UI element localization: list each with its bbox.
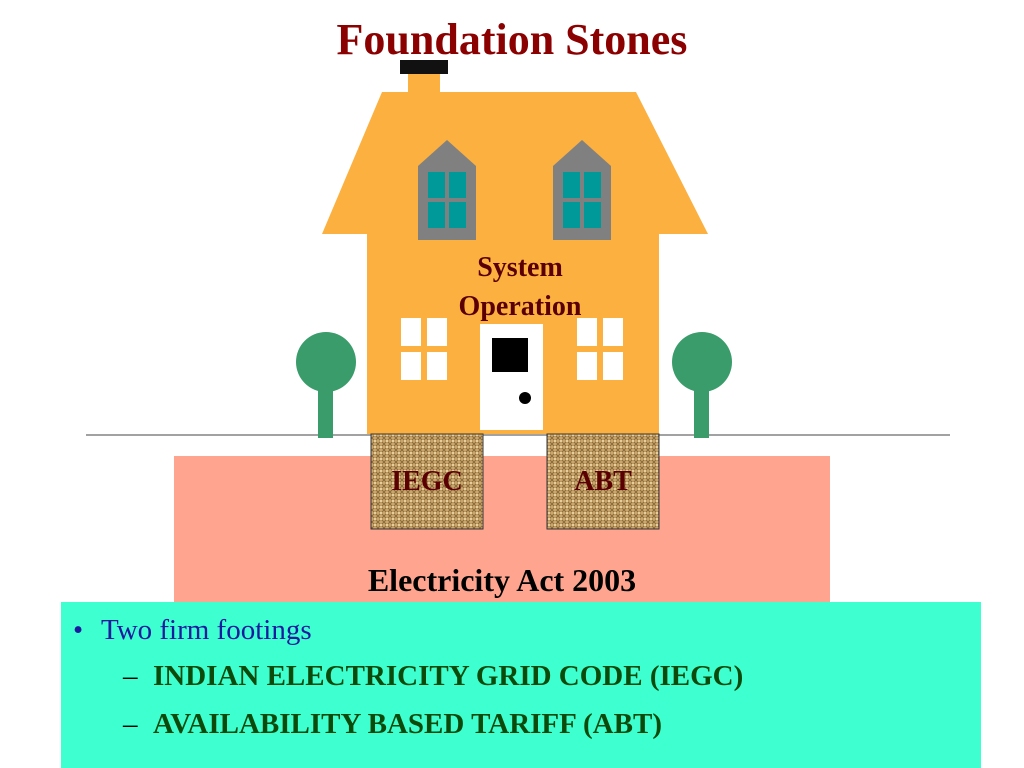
house-label-line1: System: [477, 252, 563, 283]
sub-item-text: AVAILABILITY BASED TARIFF (ABT): [153, 708, 662, 740]
house-label-line2: Operation: [458, 291, 582, 322]
stone-label-abt: ABT: [574, 466, 632, 497]
stone-abt: [546, 433, 660, 530]
sub-item-text: INDIAN ELECTRICITY GRID CODE (IEGC): [153, 660, 744, 692]
window-left: [401, 318, 447, 380]
sub-item: –INDIAN ELECTRICITY GRID CODE (IEGC): [123, 660, 743, 693]
bullet-item: • Two firm footings: [73, 614, 312, 647]
stone-iegc: [370, 433, 484, 530]
door: [480, 324, 543, 430]
roof: [322, 92, 708, 234]
foundation-base: [174, 456, 830, 602]
base-label: Electricity Act 2003: [367, 562, 637, 598]
dash-icon: –: [123, 660, 138, 692]
bullet-dot-icon: •: [73, 614, 84, 646]
dormer-window-right: [553, 140, 611, 240]
bullet-text: Two firm footings: [101, 614, 312, 646]
tree-left: [296, 332, 356, 438]
dash-icon: –: [123, 708, 138, 740]
chimney-cap: [400, 60, 448, 74]
page-title: Foundation Stones: [336, 15, 688, 64]
house-label: System Operation: [420, 248, 620, 326]
sub-item: –AVAILABILITY BASED TARIFF (ABT): [123, 708, 662, 741]
tree-right: [672, 332, 732, 438]
dormer-window-left: [418, 140, 476, 240]
window-right: [577, 318, 623, 380]
stone-label-iegc: IEGC: [391, 466, 463, 497]
footings-panel: • Two firm footings –INDIAN ELECTRICITY G…: [61, 602, 981, 768]
